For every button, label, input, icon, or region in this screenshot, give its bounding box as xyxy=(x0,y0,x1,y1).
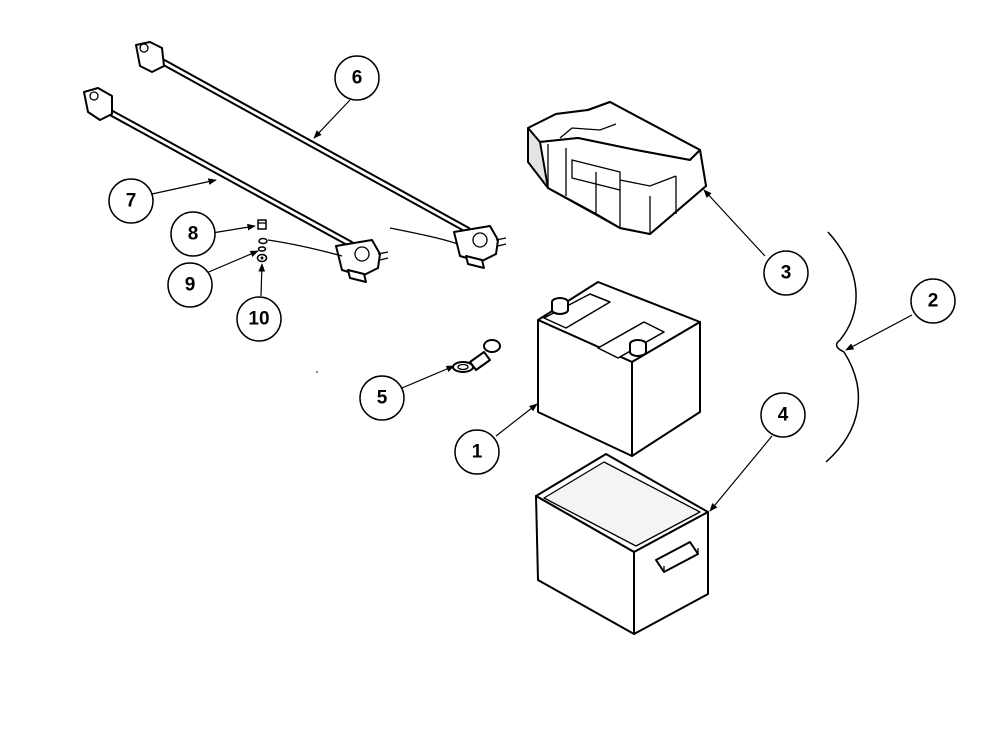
callout-7: 7 xyxy=(108,178,154,224)
battery-cable-short xyxy=(83,87,389,283)
nut-part-10 xyxy=(256,253,268,263)
battery-cover-part-3 xyxy=(527,101,707,235)
group-bracket xyxy=(825,231,860,463)
callout-9: 9 xyxy=(167,262,213,308)
battery-box-part-4 xyxy=(535,453,709,635)
callout-5-label: 5 xyxy=(377,388,388,409)
callout-3-label: 3 xyxy=(781,263,792,284)
callout-8-label: 8 xyxy=(188,224,199,245)
callout-7-label: 7 xyxy=(126,191,137,212)
callout-1-label: 1 xyxy=(472,442,483,463)
battery-part-1 xyxy=(537,281,701,457)
callout-9-label: 9 xyxy=(185,275,196,296)
callout-3: 3 xyxy=(763,250,809,296)
screw-part-8 xyxy=(257,219,267,230)
callout-5: 5 xyxy=(359,375,405,421)
callout-2: 2 xyxy=(910,278,956,324)
battery-cable-long xyxy=(135,41,507,269)
lockwasher-part-9 xyxy=(257,237,268,252)
terminal-cap-part-5 xyxy=(452,339,501,373)
callout-8: 8 xyxy=(170,211,216,257)
callout-1: 1 xyxy=(454,429,500,475)
callout-4: 4 xyxy=(760,392,806,438)
callout-4-label: 4 xyxy=(778,405,789,426)
leader-lines xyxy=(151,99,913,512)
speck xyxy=(316,371,318,373)
callout-6: 6 xyxy=(334,55,380,101)
callout-2-label: 2 xyxy=(928,291,939,312)
callout-6-label: 6 xyxy=(352,68,363,89)
callout-10: 10 xyxy=(236,296,282,342)
callout-10-label: 10 xyxy=(248,309,269,330)
